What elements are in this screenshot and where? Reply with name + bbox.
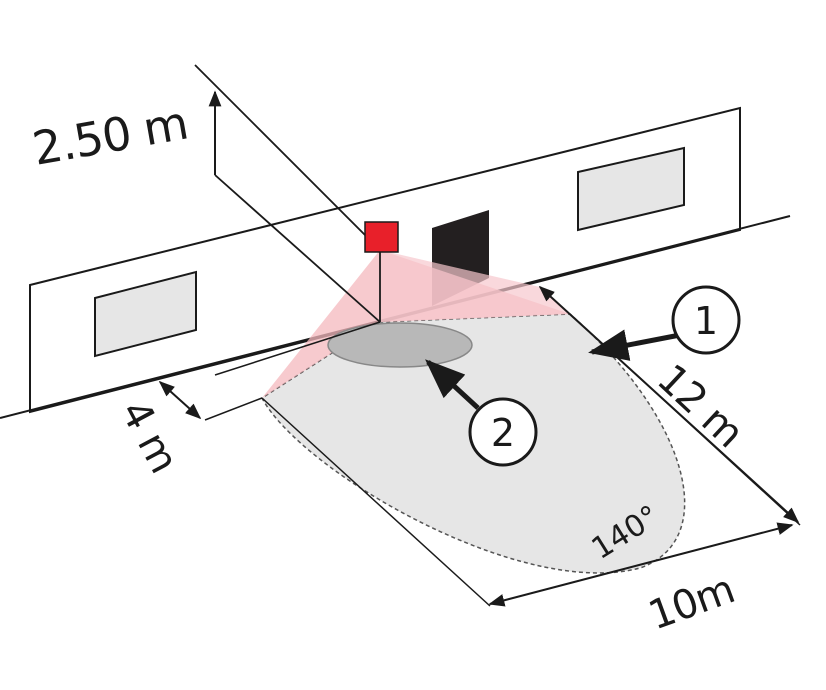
- sensor-icon: [364, 221, 399, 253]
- height-label: 2.50 m: [29, 96, 192, 176]
- callout-1-leader: [588, 329, 681, 361]
- near-detection-zone: [327, 322, 473, 368]
- callout-1-circle: [671, 285, 741, 355]
- window-right: [577, 146, 685, 232]
- vertical-axis-line: [194, 64, 381, 251]
- width-dimension-line: [488, 522, 794, 607]
- offset-ext-line: [204, 397, 263, 421]
- beam-fan-center: [380, 250, 570, 322]
- width-ext-line-left: [261, 397, 491, 607]
- callout-2-number: 2: [491, 411, 515, 455]
- callout-1-number: 1: [694, 299, 718, 343]
- offset-dimension-line: [158, 380, 202, 420]
- width-label: 10m: [643, 566, 740, 639]
- callout-2-leader: [425, 359, 480, 410]
- offset-label: 4 m: [111, 393, 186, 480]
- window-left: [94, 270, 197, 358]
- floor-axis-line: [214, 174, 381, 323]
- range-dimension-line: [538, 285, 800, 524]
- callout-2-circle: [468, 397, 538, 467]
- offset-ref-line: [214, 321, 381, 376]
